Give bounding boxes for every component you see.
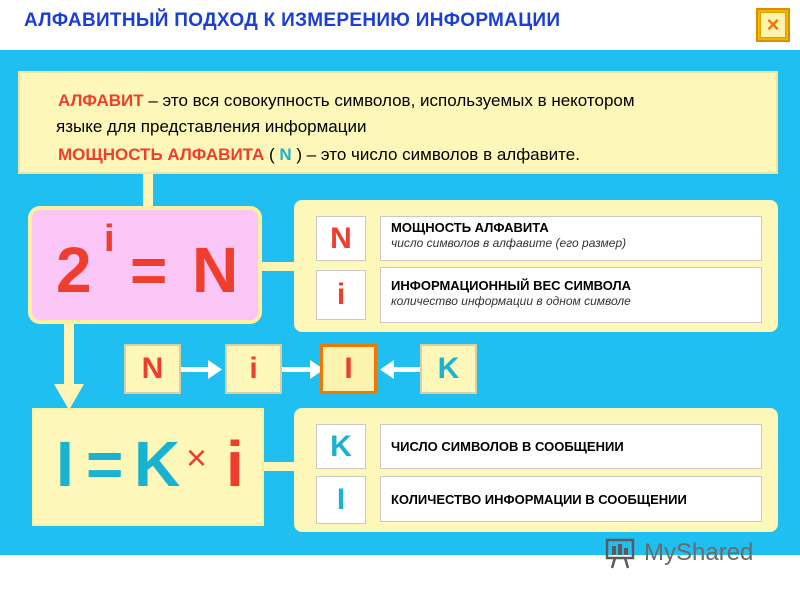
formula2-factor-i: i [226, 428, 244, 500]
term-alphabet-power: МОЩНОСТЬ АЛФАВИТА [58, 145, 265, 164]
presentation-board-icon [605, 538, 635, 569]
var-letter-n: N [316, 216, 366, 261]
var-desc-n-title: МОЩНОСТЬ АЛФАВИТА [391, 220, 549, 235]
watermark-text: MyShared [644, 539, 754, 566]
close-button[interactable]: × [756, 8, 790, 42]
arrow-left-icon [380, 360, 422, 379]
definition-alphabet-text: – это вся совокупность символов, использ… [143, 91, 635, 110]
formula2-factor-k: K [134, 428, 181, 500]
var-desc-k: ЧИСЛО СИМВОЛОВ В СООБЩЕНИИ [380, 424, 762, 469]
var-desc-info-amount-title: КОЛИЧЕСТВО ИНФОРМАЦИИ В СООБЩЕНИИ [391, 491, 687, 507]
watermark-logo: MyShared [604, 535, 774, 575]
formula-power: 2 i = N [28, 206, 262, 324]
connector-formula2-to-panel [262, 462, 298, 471]
formula2-equals: = [86, 428, 124, 500]
flow-box-k: K [420, 344, 477, 394]
definition-power-text: ) – это число символов в алфавите. [291, 145, 580, 164]
arrow-right-icon [180, 360, 222, 379]
definition-power: МОЩНОСТЬ АЛФАВИТА ( N ) – это число симв… [58, 145, 580, 165]
formula-equals: = [130, 234, 168, 306]
term-alphabet: АЛФАВИТ [58, 91, 144, 110]
var-letter-i: i [316, 270, 366, 320]
down-arrow-icon [54, 322, 84, 410]
connector-def-to-formula [143, 172, 153, 210]
multiply-icon: × [186, 437, 208, 478]
flow-box-i: i [225, 344, 282, 394]
flow-box-info-amount: I [320, 344, 377, 394]
definition-box: АЛФАВИТ – это вся совокупность символов,… [18, 71, 778, 174]
formula-base: 2 [56, 234, 92, 306]
definition-alphabet: АЛФАВИТ – это вся совокупность символов,… [58, 91, 635, 111]
flow-box-n: N [124, 344, 181, 394]
variables-panel-top: N МОЩНОСТЬ АЛФАВИТА число символов в алф… [294, 200, 778, 332]
var-letter-info-amount: I [316, 476, 366, 524]
var-desc-k-title: ЧИСЛО СИМВОЛОВ В СООБЩЕНИИ [391, 439, 624, 454]
var-desc-i-title: ИНФОРМАЦИОННЫЙ ВЕС СИМВОЛА [391, 278, 632, 293]
connector-formula-to-panel [260, 262, 298, 271]
arrow-right-icon [282, 360, 324, 379]
page-title: АЛФАВИТНЫЙ ПОДХОД К ИЗМЕРЕНИЮ ИНФОРМАЦИИ [24, 10, 561, 31]
variables-panel-bottom: K ЧИСЛО СИМВОЛОВ В СООБЩЕНИИ I КОЛИЧЕСТВ… [294, 408, 778, 532]
formula-info-amount: I = K × i [32, 408, 264, 526]
var-desc-i: ИНФОРМАЦИОННЫЙ ВЕС СИМВОЛА количество ин… [380, 267, 762, 323]
definition-power-open: ( [264, 145, 280, 164]
var-desc-info-amount: КОЛИЧЕСТВО ИНФОРМАЦИИ В СООБЩЕНИИ [380, 476, 762, 522]
flow-arrows [180, 360, 422, 379]
formula2-lhs: I [56, 428, 74, 500]
var-desc-i-subtitle: количество информации в одном символе [391, 294, 631, 308]
definition-alphabet-cont: языке для представления информации [56, 117, 367, 136]
var-letter-k: K [316, 424, 366, 469]
var-desc-n: МОЩНОСТЬ АЛФАВИТА число символов в алфав… [380, 216, 762, 261]
close-icon: × [760, 12, 786, 38]
formula-result: N [192, 234, 239, 306]
var-desc-n-subtitle: число символов в алфавите (его размер) [391, 236, 627, 250]
formula-exponent: i [104, 218, 115, 260]
var-n-inline: N [279, 145, 292, 164]
